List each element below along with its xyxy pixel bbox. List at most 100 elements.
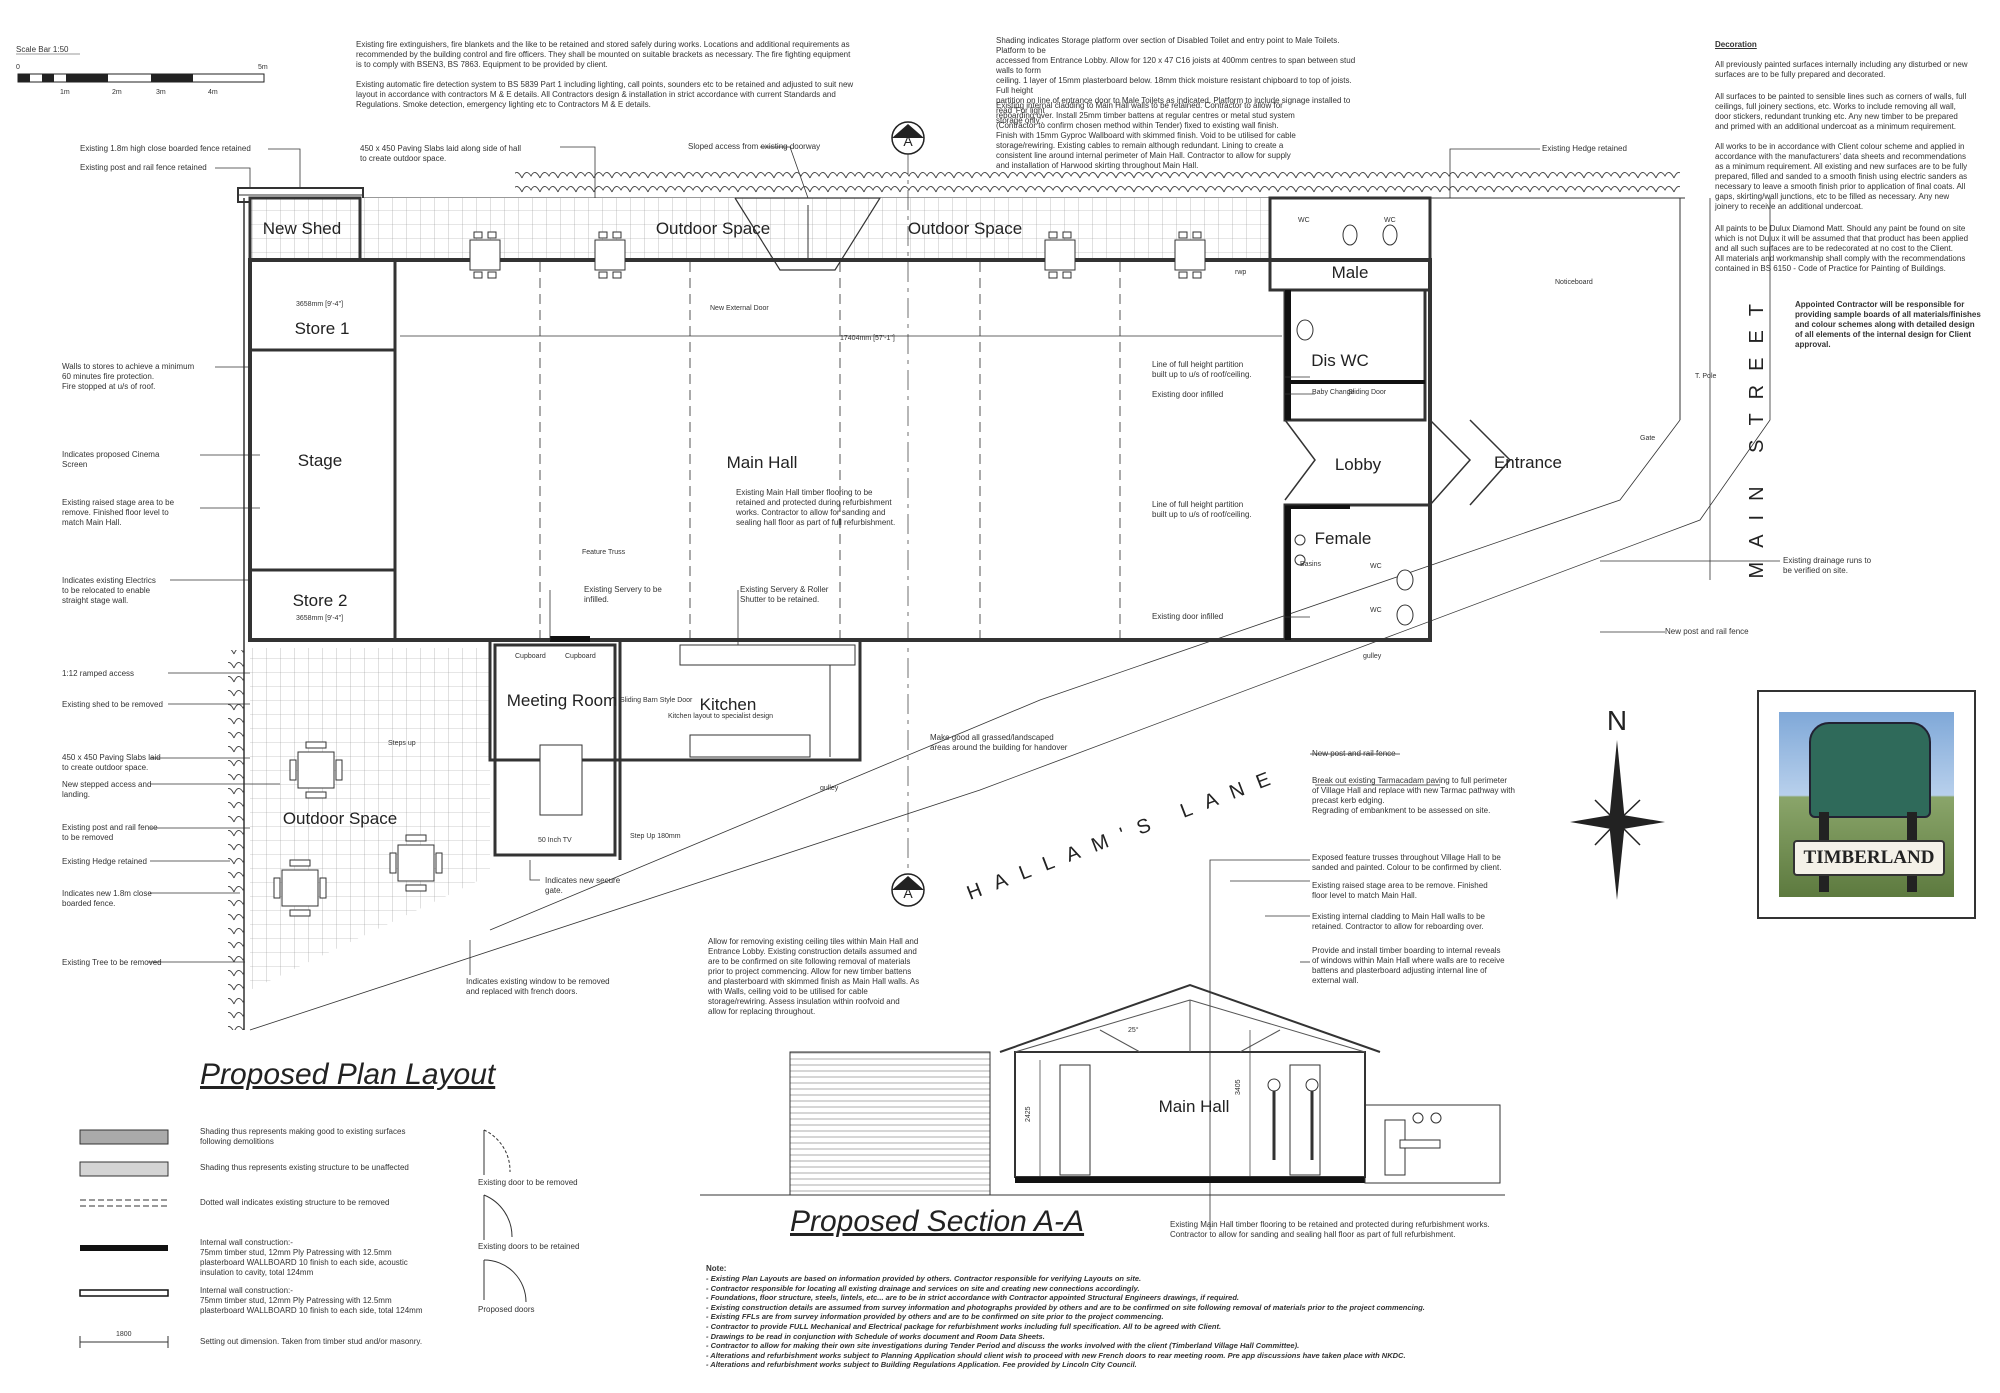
room-female: Female (1315, 529, 1372, 548)
label-wc: WC (1370, 563, 1382, 570)
scale-tick: 1m (60, 89, 70, 96)
note-new-post-rail-2: New post and rail fence (1312, 749, 1396, 758)
room-outdoor-space-bottom: Outdoor Space (283, 809, 397, 828)
room-lobby: Lobby (1335, 455, 1382, 474)
note-drainage: Existing drainage runs to be verified on… (1783, 556, 1872, 575)
label-baby-change: Baby Change (1312, 389, 1355, 396)
room-entrance: Entrance (1494, 453, 1562, 472)
scale-bar-title: Scale Bar 1:50 (16, 45, 69, 54)
decoration-contractor-note: Appointed Contractor will be responsible… (1795, 300, 1981, 349)
note-sloped-access: Sloped access from existing doorway (688, 142, 821, 151)
decoration-paragraph: All paints to be Dulux Diamond Matt. Sho… (1715, 224, 1969, 273)
room-new-shed: New Shed (263, 219, 341, 238)
section-marker-letter: A (903, 885, 913, 901)
sloped-access-ramp (734, 197, 882, 271)
note-window-french-doors: Indicates existing window to be removed … (466, 977, 610, 996)
section-roof-angle: 25° (1128, 1026, 1139, 1034)
label-tv: 50 Inch TV (538, 837, 572, 844)
legend-item: Shading thus represents making good to e… (200, 1127, 406, 1146)
room-label: New Shed (263, 219, 341, 238)
north-label: N (1607, 705, 1627, 736)
label-feature-truss: Feature Truss (582, 549, 626, 556)
room-kitchen: Kitchen (700, 695, 757, 714)
label-new-external-door: New External Door (710, 305, 769, 312)
note-hedge-top: Existing Hedge retained (1542, 144, 1627, 153)
note-line: - Existing FFLs are from survey informat… (706, 1312, 1164, 1322)
hedge-left (228, 650, 244, 1030)
note-line: - Alterations and refurbishment works su… (706, 1360, 1137, 1370)
note-cladding-2: Existing internal cladding to Main Hall … (1312, 912, 1485, 931)
plan-title: Proposed Plan Layout (200, 1058, 496, 1091)
section-title: Proposed Section A-A (790, 1205, 1085, 1238)
room-meeting-room: Meeting Room (507, 691, 618, 710)
note-internal-cladding: Existing internal cladding to Main Hall … (996, 101, 1296, 170)
room-outdoor-space-top-right: Outdoor Space (908, 219, 1022, 238)
label-steps-up: Steps up (388, 740, 416, 747)
sign-board-text: TIMBERLAND (1793, 840, 1945, 876)
label-gate: Gate (1640, 435, 1655, 442)
label-rwp: rwp (1235, 269, 1246, 276)
label-step-up: Step Up 180mm (630, 833, 681, 840)
note-trusses: Exposed feature trusses throughout Villa… (1312, 853, 1502, 872)
decoration-paragraph: All surfaces to be painted to sensible l… (1715, 92, 1967, 131)
note-line: - Contractor responsible for locating al… (706, 1283, 1140, 1293)
feature-trusses (539, 262, 1121, 638)
hallams-lane-edge (489, 419, 1681, 931)
note-ceiling-tiles: Allow for removing existing ceiling tile… (708, 937, 920, 1016)
note-line: - Existing construction details are assu… (706, 1302, 1425, 1312)
note-ramped-access: 1:12 ramped access (62, 669, 135, 678)
room-dis-wc: Dis WC (1311, 351, 1369, 370)
note-stepped-access: New stepped access and landing. (62, 780, 152, 799)
decoration-heading: Decoration (1715, 40, 1757, 49)
decoration-paragraph: All previously painted surfaces internal… (1715, 60, 1968, 79)
wc-fixtures (1294, 224, 1414, 626)
note-shed-removed: Existing shed to be removed (62, 700, 163, 709)
door-legend-item: Proposed doors (478, 1305, 535, 1314)
paving-top (250, 198, 1270, 260)
note-raised-stage-2: Existing raised stage area to be remove.… (1312, 881, 1488, 900)
note-new-post-rail-1: New post and rail fence (1665, 627, 1749, 636)
sign-crest (1809, 722, 1931, 818)
scale-tick: 5m (258, 64, 268, 71)
annotation-leaders (148, 146, 1780, 1230)
room-main-hall: Main Hall (727, 453, 798, 472)
note-cinema-screen: Indicates proposed Cinema Screen (62, 450, 160, 469)
scale-tick: 0 (16, 64, 20, 71)
legend-item: Shading thus represents existing structu… (200, 1163, 409, 1172)
note-hall-floor: Existing Main Hall timber flooring to be… (736, 488, 896, 527)
label-basins: Basins (1300, 561, 1322, 568)
outdoor-tables-top (469, 231, 1206, 279)
note-fire-equipment: Existing fire extinguishers, fire blanke… (356, 40, 854, 109)
label-t-pole: T. Pole (1695, 373, 1717, 380)
site-boundary (249, 198, 1771, 1031)
room-stage: Stage (298, 451, 342, 470)
note-line: - Existing Plan Layouts are based on inf… (706, 1274, 1142, 1283)
note-fence-retained: Existing 1.8m high close boarded fence r… (80, 144, 251, 153)
decoration-paragraph: All works to be in accordance with Clien… (1715, 142, 1968, 211)
note-line: - Drawings to be read in conjunction wit… (706, 1331, 1045, 1341)
label-sliding-door-wc: Sliding Door (1348, 389, 1387, 396)
note-line: - Alterations and refurbishment works su… (706, 1350, 1406, 1360)
door-legend-symbols (483, 1129, 527, 1303)
note-reveals: Provide and install timber boarding to i… (1312, 946, 1505, 985)
village-sign-image: TIMBERLAND (1779, 712, 1954, 897)
section-dimension: 3405 (1235, 1079, 1242, 1095)
label-gulley: gulley (1363, 653, 1382, 660)
label-hall-dimension: 17404mm [57'-1"] (840, 335, 895, 342)
scale-tick: 4m (208, 89, 218, 96)
note-floor-2: Existing Main Hall timber flooring to be… (1170, 1220, 1490, 1239)
note-partition-1: Line of full height partition built up t… (1152, 360, 1252, 379)
note-door-infilled-2: Existing door infilled (1152, 612, 1224, 621)
street-main-street: MAIN STREET (1746, 290, 1768, 578)
legend-dimension-value: 1800 (116, 1331, 132, 1338)
note-servery-infilled: Existing Servery to be infilled. (584, 585, 662, 604)
notes-heading: Note: (706, 1264, 727, 1273)
label-wc: WC (1370, 607, 1382, 614)
note-line: - Contractor to provide FULL Mechanical … (706, 1321, 1222, 1331)
legend-item: Dotted wall indicates existing structure… (200, 1198, 390, 1207)
door-legend-item: Existing doors to be retained (478, 1242, 580, 1251)
label-wc: WC (1384, 217, 1396, 224)
legend-item: Internal wall construction:- 75mm timber… (200, 1286, 423, 1315)
label-cupboard: Cupboard (515, 653, 546, 660)
note-electrics: Indicates existing Electrics to be reloc… (62, 576, 156, 605)
